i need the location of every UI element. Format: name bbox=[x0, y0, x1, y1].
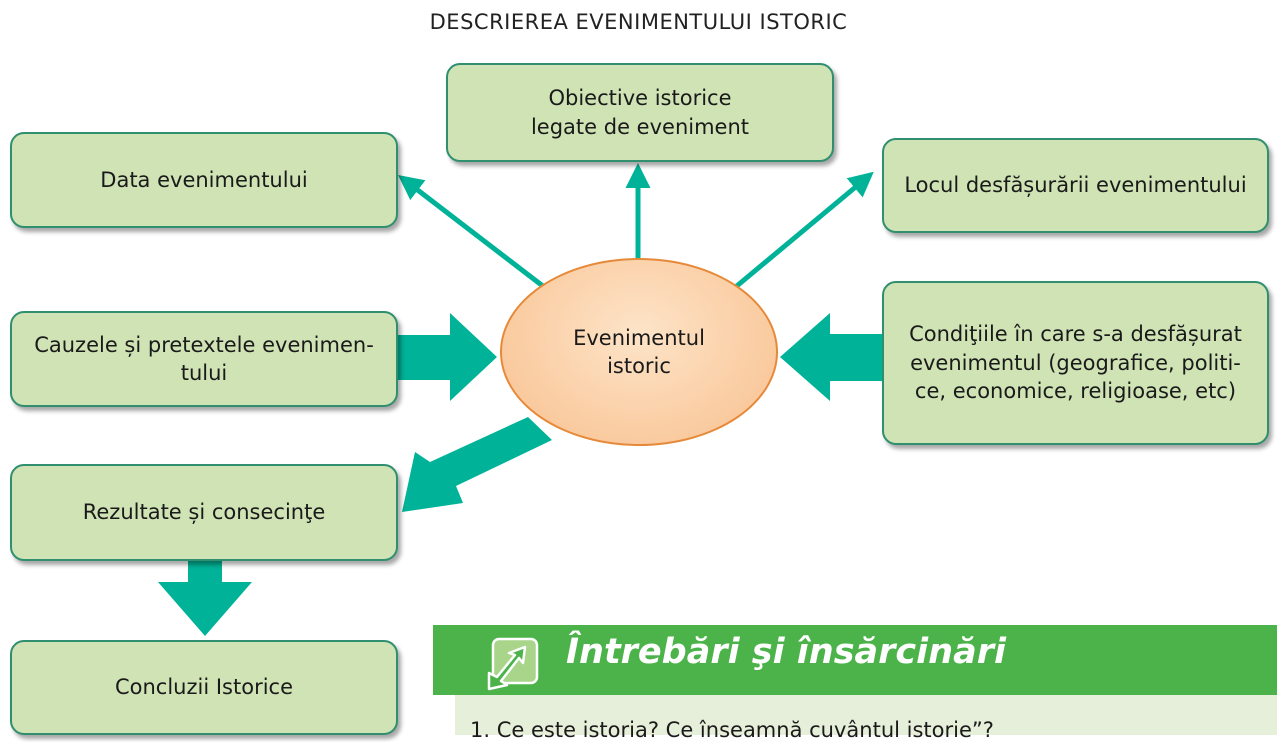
central-event-ellipse: Evenimentul istoric bbox=[500, 258, 778, 446]
results-label: Rezultate și consecinţe bbox=[82, 500, 326, 525]
objectives-line1: Obiective istorice bbox=[548, 86, 732, 111]
causes-line2: tului bbox=[180, 361, 228, 385]
questions-heading: Întrebări şi însărcinări bbox=[566, 632, 1006, 672]
arrow-to-results bbox=[402, 417, 552, 512]
conditions-box: Condiţiile în care s-a desfășurat evenim… bbox=[882, 281, 1269, 445]
arrow-from-conditions bbox=[780, 313, 883, 401]
objectives-line2: legate de eveniment bbox=[530, 114, 750, 139]
conditions-line2: evenimentul (geografice, politi- bbox=[910, 350, 1241, 375]
questions-arrow-icon bbox=[487, 637, 539, 691]
arrow-to-conclusions bbox=[158, 561, 252, 636]
arrow-to-date bbox=[398, 174, 550, 292]
causes-box: Cauzele și pretextele evenimen- tului bbox=[10, 311, 398, 407]
place-box: Locul desfășurării evenimentului bbox=[882, 138, 1269, 233]
conditions-line3: ce, economice, religioase, etc) bbox=[914, 379, 1237, 404]
arrow-from-causes bbox=[398, 313, 497, 401]
center-line2: istoric bbox=[607, 354, 671, 378]
objectives-box: Obiective istorice legate de eveniment bbox=[446, 63, 834, 162]
diagram-title: DESCRIEREA EVENIMENTULUI ISTORIC bbox=[429, 10, 848, 34]
conclusions-box: Concluzii Istorice bbox=[10, 640, 398, 735]
results-box: Rezultate și consecinţe bbox=[10, 464, 398, 561]
date-label: Data evenimentului bbox=[100, 167, 308, 192]
conclusions-label: Concluzii Istorice bbox=[114, 675, 294, 700]
center-line1: Evenimentul bbox=[573, 325, 705, 350]
question-item-1: 1. Ce este istoria? Ce înseamnă cuvântul… bbox=[470, 718, 994, 742]
date-box: Data evenimentului bbox=[10, 132, 398, 228]
conditions-line1: Condiţiile în care s-a desfășurat bbox=[909, 322, 1242, 347]
questions-panel bbox=[455, 695, 1277, 735]
place-label: Locul desfășurării evenimentului bbox=[904, 173, 1247, 198]
questions-header-bar bbox=[433, 625, 1277, 695]
arrow-to-place bbox=[730, 171, 874, 292]
causes-line1: Cauzele și pretextele evenimen- bbox=[34, 332, 374, 357]
